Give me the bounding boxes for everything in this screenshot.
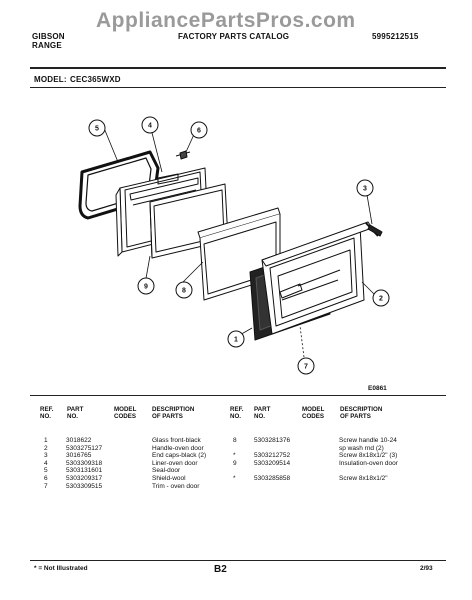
brand-line-1: GIBSON xyxy=(32,32,65,41)
svg-text:8: 8 xyxy=(182,288,186,295)
table-cell: 3018622 xyxy=(66,437,92,444)
table-cell: sp wash rnd (2) xyxy=(339,444,384,452)
table-cell: Shield-wool xyxy=(152,474,186,482)
callout-6: 6 xyxy=(190,121,208,139)
svg-text:1: 1 xyxy=(234,337,238,344)
table-cell: 5303275127 xyxy=(66,444,103,452)
svg-text:5: 5 xyxy=(95,126,99,133)
callout-5: 5 xyxy=(88,119,106,137)
table-cell: 8 xyxy=(233,437,237,444)
table-cell: End caps-black (2) xyxy=(152,452,207,460)
col-ref-header-left: REF.NO. xyxy=(40,406,54,420)
svg-text:3: 3 xyxy=(363,186,367,193)
table-cell xyxy=(233,467,237,475)
table-cell: Trim - oven door xyxy=(152,482,200,490)
diagram-code: E0861 xyxy=(368,385,387,392)
svg-text:4: 4 xyxy=(148,123,152,130)
col-ref-header-right: REF.NO. xyxy=(230,406,244,420)
table-cell: 1 xyxy=(44,437,48,444)
table-cell: 6 xyxy=(44,474,48,482)
header-divider xyxy=(30,67,446,69)
table-cell: 9 xyxy=(233,459,237,467)
table-cell xyxy=(339,467,398,475)
table-cell: 3016765 xyxy=(66,452,92,460)
parts-right-part-column: 5303281376 5303212752 5303209514 5303285… xyxy=(254,437,290,483)
table-cell: 5303309515 xyxy=(66,482,103,490)
table-cell: 2 xyxy=(44,444,48,452)
svg-text:6: 6 xyxy=(197,128,201,135)
shield-wool-part xyxy=(175,150,191,160)
table-cell: * xyxy=(233,452,236,460)
table-cell: Screw handle 10-24 xyxy=(339,437,397,444)
table-cell: * xyxy=(233,474,236,482)
table-cell: 5303209317 xyxy=(66,474,103,482)
model-value: CEC365WXD xyxy=(70,75,121,84)
callout-9: 9 xyxy=(137,277,155,295)
table-cell: Glass front-black xyxy=(152,437,201,444)
table-cell: 5303281376 xyxy=(254,437,291,444)
table-top-divider xyxy=(30,395,446,396)
callout-2: 2 xyxy=(372,289,390,307)
parts-right-ref-column: 8 * 9 * xyxy=(233,437,237,483)
callout-4: 4 xyxy=(141,116,159,134)
table-cell: Seal-door xyxy=(152,467,181,475)
callout-3: 3 xyxy=(356,179,374,197)
table-cell: 5303131601 xyxy=(66,467,103,475)
callout-7: 7 xyxy=(297,357,315,375)
table-cell: Liner-oven door xyxy=(152,459,198,467)
table-cell: 3 xyxy=(44,452,48,460)
catalog-title: FACTORY PARTS CATALOG xyxy=(178,32,290,41)
table-cell: Insulation-oven door xyxy=(339,459,398,467)
parts-right-desc-column: Screw handle 10-24 sp wash rnd (2) Screw… xyxy=(339,437,398,483)
catalog-number: 5995212515 xyxy=(372,32,419,41)
callout-1: 1 xyxy=(227,330,245,348)
svg-text:9: 9 xyxy=(144,284,148,291)
watermark: AppliancePartsPros.com xyxy=(96,9,356,32)
parts-left-ref-column: 1 2 3 4 5 6 7 xyxy=(44,437,48,490)
table-cell: 7 xyxy=(44,482,48,490)
table-cell xyxy=(254,467,290,475)
page-number: B2 xyxy=(214,564,227,575)
parts-left-part-column: 3018622 5303275127 3016765 5303309318 53… xyxy=(66,437,102,490)
table-cell: Screw 8x18x1/2" (3) xyxy=(339,452,398,460)
table-cell: 5 xyxy=(44,467,48,475)
footer-note: * = Not Illustrated xyxy=(34,565,88,572)
table-cell: 5303209514 xyxy=(254,459,291,467)
table-cell: 5303285858 xyxy=(254,474,291,482)
table-cell: 5303309318 xyxy=(66,459,103,467)
footer-date: 2/93 xyxy=(420,565,433,572)
table-cell: Screw 8x18x1/2" xyxy=(339,474,388,482)
svg-text:7: 7 xyxy=(304,364,308,371)
table-cell xyxy=(254,445,290,453)
table-cell xyxy=(233,445,237,453)
table-cell: Handle-oven door xyxy=(152,444,204,452)
table-cell: 4 xyxy=(44,459,48,467)
brand-line-2: RANGE xyxy=(32,41,62,50)
footer-divider xyxy=(30,560,446,561)
door-frame-part xyxy=(261,221,383,335)
model-divider xyxy=(30,87,446,88)
table-cell: 5303212752 xyxy=(254,452,291,460)
callout-8: 8 xyxy=(175,281,193,299)
svg-text:2: 2 xyxy=(379,296,383,303)
model-label: MODEL: xyxy=(34,75,67,84)
parts-left-desc-column: Glass front-black Handle-oven door End c… xyxy=(152,437,206,490)
